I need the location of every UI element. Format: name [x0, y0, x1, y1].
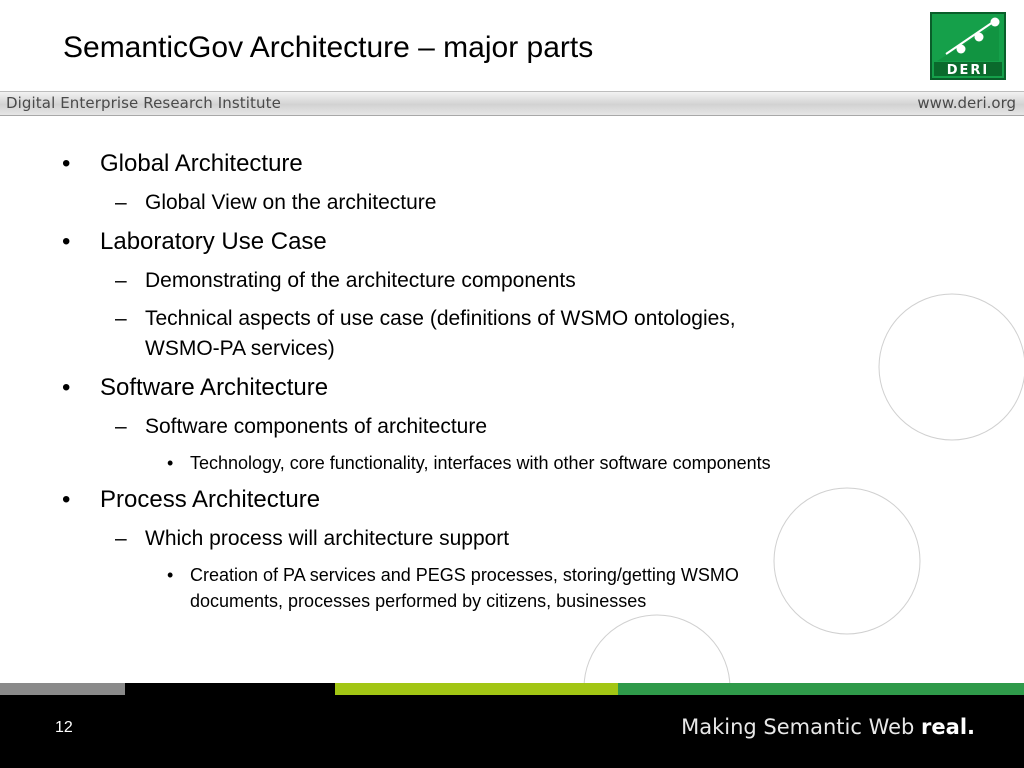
stripe-segment-green [618, 683, 1024, 695]
bullet-text-level-2: WSMO-PA services) [145, 337, 335, 360]
tagline: Making Semantic Web real. [681, 715, 975, 739]
stripe-segment-gray [0, 683, 125, 695]
deco-circle [773, 487, 921, 635]
bullet-marker: – [115, 191, 127, 214]
deri-logo: DERI [930, 12, 1006, 80]
footer-bar: 12 Making Semantic Web real. [0, 695, 1024, 768]
bullet-text-level-1: Global Architecture [100, 150, 303, 177]
bullet-marker: • [62, 150, 71, 177]
bullet-text-level-1: Laboratory Use Case [100, 228, 327, 255]
bullet-marker: • [62, 486, 71, 513]
page-number: 12 [55, 719, 73, 736]
logo-text: DERI [947, 63, 990, 78]
bullet-text-level-2: Global View on the architecture [145, 191, 437, 214]
slide-title: SemanticGov Architecture – major parts [63, 31, 594, 64]
bullet-marker: – [115, 307, 127, 330]
header-band: Digital Enterprise Research Institute ww… [0, 91, 1024, 116]
website-url: www.deri.org [917, 94, 1016, 112]
footer-stripe [0, 683, 1024, 695]
bullet-text-level-2: Which process will architecture support [145, 527, 510, 550]
bullet-marker: • [62, 228, 71, 255]
bullet-marker: – [115, 415, 127, 438]
bullet-marker: – [115, 527, 127, 550]
bullet-text-level-1: Process Architecture [100, 486, 321, 513]
bullet-marker: • [167, 453, 174, 473]
tagline-regular: Making Semantic Web [681, 715, 922, 739]
bullet-marker: • [167, 565, 174, 585]
stripe-segment-black [125, 683, 335, 695]
bullet-text-level-3: Technology, core functionality, interfac… [190, 453, 771, 473]
bullet-text-level-3: documents, processes performed by citize… [190, 591, 647, 611]
bullet-text-level-2: Software components of architecture [145, 415, 488, 438]
bullet-marker: • [62, 374, 71, 401]
deco-circle [878, 293, 1024, 441]
bullet-text-level-3: Creation of PA services and PEGS process… [190, 565, 739, 585]
bullet-text-level-2: Demonstrating of the architecture compon… [145, 269, 576, 292]
bullet-marker: – [115, 269, 127, 292]
bullet-text-level-2: Technical aspects of use case (definitio… [145, 307, 736, 330]
institute-name: Digital Enterprise Research Institute [6, 94, 281, 112]
tagline-bold: real. [921, 715, 975, 739]
bullet-text-level-1: Software Architecture [100, 374, 329, 401]
stripe-segment-lime [335, 683, 618, 695]
